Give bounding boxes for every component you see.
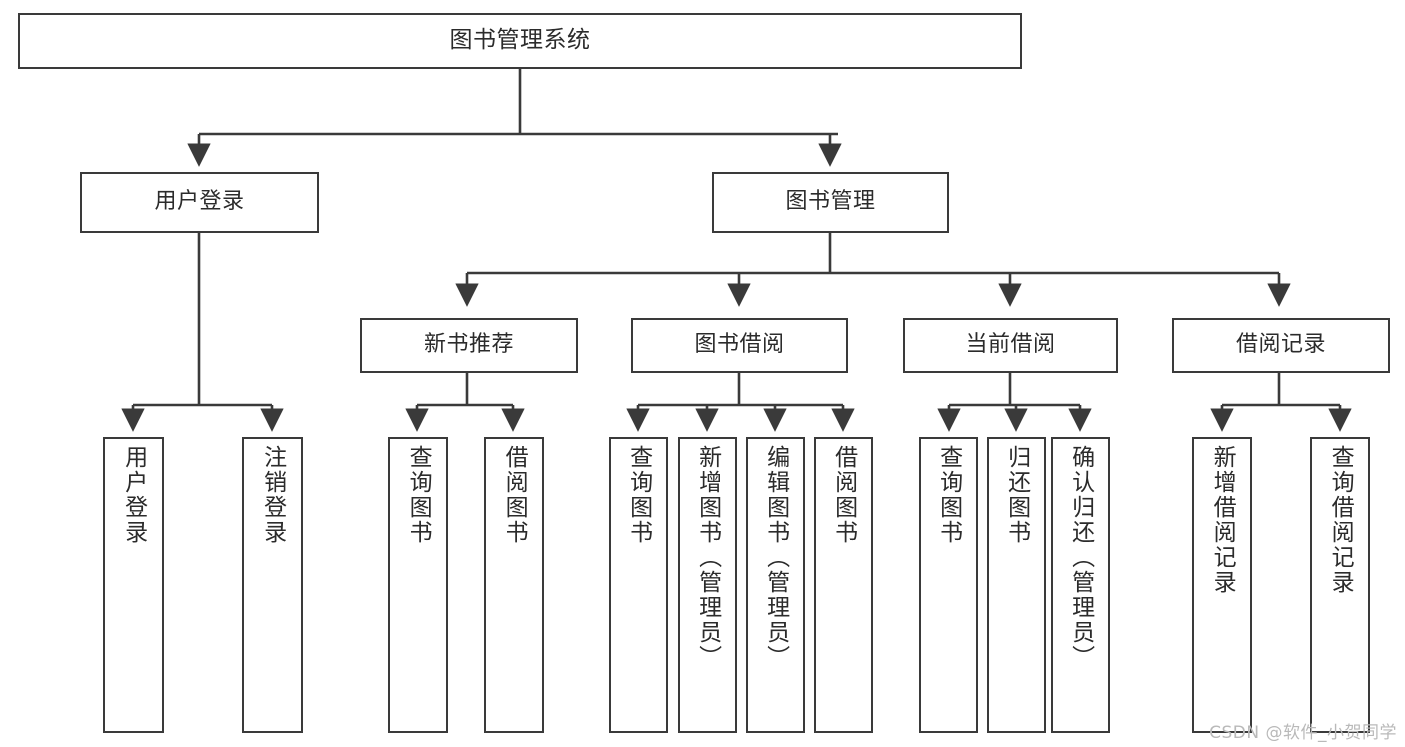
leaf-current-return-book[interactable]: 归还图书 bbox=[987, 437, 1046, 733]
leaf-current-confirm-return-admin[interactable]: 确认归还（管理员） bbox=[1051, 437, 1110, 733]
leaf-record-query-record[interactable]: 查询借阅记录 bbox=[1310, 437, 1370, 733]
node-book-borrow[interactable]: 图书借阅 bbox=[631, 318, 848, 373]
node-label: 借阅图书 bbox=[501, 445, 528, 545]
leaf-borrow-query-book[interactable]: 查询图书 bbox=[609, 437, 668, 733]
node-book-management[interactable]: 图书管理 bbox=[712, 172, 949, 233]
node-label: 查询图书 bbox=[935, 445, 962, 545]
leaf-borrow-add-book-admin[interactable]: 新增图书（管理员） bbox=[678, 437, 737, 733]
node-label: 新书推荐 bbox=[423, 332, 514, 358]
leaf-borrow-borrow-book[interactable]: 借阅图书 bbox=[814, 437, 873, 733]
leaf-user-login-signout[interactable]: 注销登录 bbox=[242, 437, 303, 733]
node-label: 查询图书 bbox=[625, 445, 652, 545]
node-label: 用户登录 bbox=[120, 445, 147, 545]
node-label: 注销登录 bbox=[259, 445, 286, 545]
watermark-text: CSDN @软件_小贺同学 bbox=[1209, 723, 1397, 743]
node-label: 当前借阅 bbox=[965, 332, 1056, 358]
node-borrow-record[interactable]: 借阅记录 bbox=[1172, 318, 1390, 373]
node-label: 图书管理系统 bbox=[449, 27, 591, 54]
leaf-current-query-book[interactable]: 查询图书 bbox=[919, 437, 978, 733]
node-label: 查询图书 bbox=[405, 445, 432, 545]
node-label: 借阅图书 bbox=[830, 445, 857, 545]
node-label: 新增图书（管理员） bbox=[694, 445, 721, 670]
leaf-recommend-borrow-book[interactable]: 借阅图书 bbox=[484, 437, 544, 733]
leaf-record-add-record[interactable]: 新增借阅记录 bbox=[1192, 437, 1252, 733]
node-new-book-recommend[interactable]: 新书推荐 bbox=[360, 318, 578, 373]
node-label: 归还图书 bbox=[1003, 445, 1030, 545]
node-label: 用户登录 bbox=[154, 189, 245, 215]
node-current-borrow[interactable]: 当前借阅 bbox=[903, 318, 1118, 373]
node-label: 借阅记录 bbox=[1235, 332, 1326, 358]
node-user-login[interactable]: 用户登录 bbox=[80, 172, 319, 233]
node-label: 图书借阅 bbox=[694, 332, 785, 358]
node-label: 确认归还（管理员） bbox=[1067, 445, 1094, 670]
node-label: 新增借阅记录 bbox=[1209, 445, 1236, 595]
node-label: 查询借阅记录 bbox=[1327, 445, 1354, 595]
leaf-recommend-query-book[interactable]: 查询图书 bbox=[388, 437, 448, 733]
node-root-system[interactable]: 图书管理系统 bbox=[18, 13, 1022, 69]
node-label: 图书管理 bbox=[785, 189, 876, 215]
leaf-user-login-signin[interactable]: 用户登录 bbox=[103, 437, 164, 733]
node-label: 编辑图书（管理员） bbox=[762, 445, 789, 670]
leaf-borrow-edit-book-admin[interactable]: 编辑图书（管理员） bbox=[746, 437, 805, 733]
